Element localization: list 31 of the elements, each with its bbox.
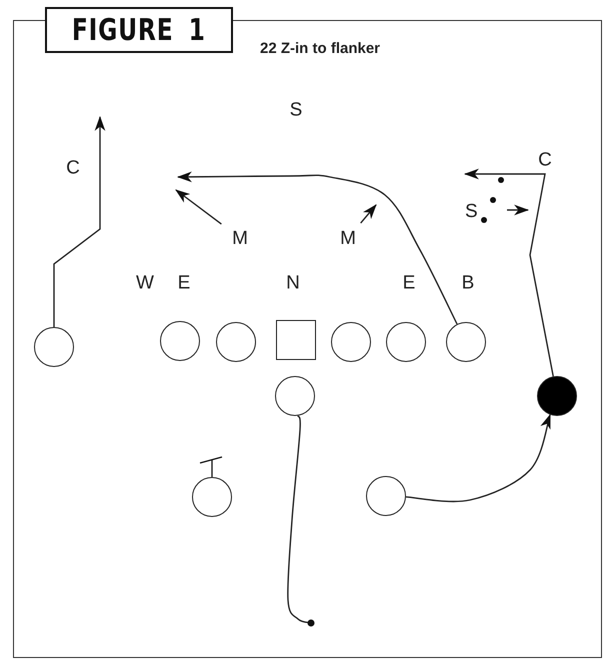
- player-circle: [275, 376, 315, 416]
- player-circle: [34, 327, 74, 367]
- player-circle: [386, 322, 426, 362]
- defender-letter: M: [231, 228, 249, 248]
- defender-letter: C: [538, 150, 552, 170]
- player-circle: [331, 322, 371, 362]
- route-arrow: [176, 172, 458, 324]
- defender-letter: E: [402, 274, 416, 292]
- route-arrow: [507, 204, 530, 216]
- defender-letter: S: [290, 100, 302, 120]
- defender-letter: C: [66, 158, 80, 178]
- route-arrow: [360, 204, 377, 224]
- play-caption: 22 Z-in to flanker: [260, 40, 380, 57]
- player-circle: [160, 321, 200, 361]
- defender-letter: W: [136, 274, 154, 292]
- figure-title: FIGURE 1: [45, 7, 233, 53]
- route-arrow: [53, 116, 106, 327]
- defender-letter: E: [178, 274, 190, 292]
- defender-letter: M: [339, 228, 357, 248]
- route-arrow: [175, 189, 222, 225]
- player-circle: [446, 322, 486, 362]
- route-arrow: [464, 168, 554, 376]
- defender-letter: N: [286, 274, 300, 292]
- defender-letter: B: [462, 274, 474, 292]
- player-circle: [216, 322, 256, 362]
- defender-letter: S: [465, 202, 478, 221]
- player-circle: [366, 476, 406, 516]
- center-square: [276, 320, 316, 360]
- ball-carrier-circle: [537, 376, 577, 416]
- player-circle: [192, 477, 232, 517]
- route-arrow: [406, 414, 552, 502]
